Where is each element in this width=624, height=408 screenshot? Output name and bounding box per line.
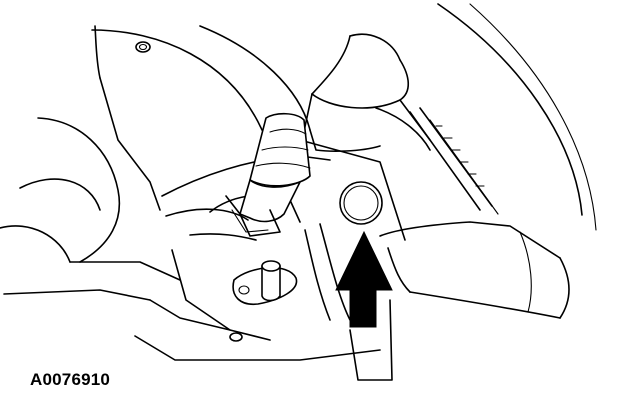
round-plug <box>339 181 383 225</box>
left-dash-section <box>0 117 231 331</box>
rear-panel <box>91 25 311 211</box>
small-switch <box>232 260 298 305</box>
callout-arrow-up-icon <box>335 230 393 328</box>
figure-id-label: A0076910 <box>30 370 111 389</box>
lower-trim-cover <box>379 221 570 319</box>
column-lever <box>225 112 311 237</box>
outer-rim-lines <box>437 3 597 231</box>
ribbed-bracket <box>409 107 499 215</box>
column-shroud <box>134 139 406 381</box>
steering-column-tube <box>299 33 431 152</box>
